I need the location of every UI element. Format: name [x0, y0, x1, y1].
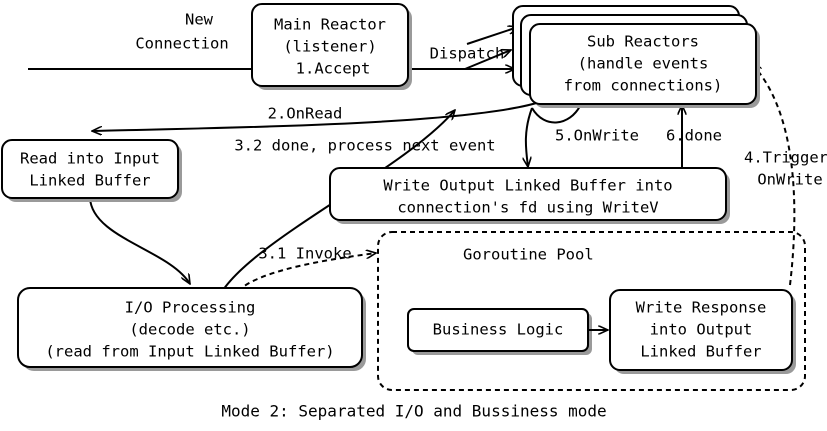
onread-curve [92, 100, 544, 131]
new-connection-label-line1: New [185, 11, 214, 29]
read-to-io-curve [89, 197, 190, 284]
main-reactor-line1: Main Reactor [274, 16, 386, 34]
edge-read-to-io [89, 197, 190, 284]
main-reactor-box [251, 3, 409, 87]
diagram-caption: Mode 2: Separated I/O and Bussiness mode [221, 402, 606, 421]
invoke-dashed-curve [237, 253, 376, 292]
invoke-label: 3.1 Invoke [258, 245, 351, 263]
new-connection-label-line2: Connection [135, 35, 228, 53]
write-response-line2: into Output [650, 321, 753, 339]
business-logic-line1: Business Logic [433, 321, 564, 339]
io-processing-line2: (decode etc.) [129, 321, 250, 339]
edge-invoke: 3.1 Invoke [237, 245, 376, 292]
edge-done-next-event: 3.2 done, process next event [214, 110, 496, 307]
io-processing-line1: I/O Processing [125, 299, 256, 317]
io-processing-box [17, 287, 363, 368]
done-label: 6.done [666, 127, 722, 145]
sub-reactors-line3: from connections) [564, 77, 723, 95]
write-response-box [609, 289, 793, 371]
dispatch-arrow-back [466, 27, 518, 45]
dispatch-arrow-middle [464, 50, 511, 70]
read-input-line2: Linked Buffer [29, 172, 150, 190]
trigger-onwrite-label-line2: OnWrite [757, 171, 822, 189]
read-input-box [1, 139, 179, 199]
goroutine-pool-group: Goroutine Pool [377, 231, 806, 391]
dispatch-label: Dispatch [430, 45, 505, 63]
onread-label: 2.OnRead [268, 105, 343, 123]
write-response-line3: Linked Buffer [640, 343, 761, 361]
read-input-line1: Read into Input [20, 150, 160, 168]
done-next-event-label: 3.2 done, process next event [234, 137, 495, 155]
edge-onwrite: 5.OnWrite [526, 105, 639, 167]
onwrite-label: 5.OnWrite [555, 127, 639, 145]
goroutine-pool-border [377, 231, 806, 391]
write-output-box [329, 167, 727, 221]
write-response-line1: Write Response [636, 299, 767, 317]
onwrite-curve-up [531, 105, 581, 124]
node-write-response[interactable]: Write Response into Output Linked Buffer [609, 289, 796, 374]
node-main-reactor[interactable]: Main Reactor (listener) 1.Accept [251, 3, 412, 90]
write-output-line2: connection's fd using WriteV [397, 199, 658, 217]
io-processing-line3: (read from Input Linked Buffer) [45, 343, 334, 361]
sub-reactors-line1: Sub Reactors [587, 33, 699, 51]
accept-label: 1.Accept [296, 60, 371, 78]
trigger-onwrite-label-line1: 4.Trigger [744, 149, 827, 167]
node-read-input-buffer[interactable]: Read into Input Linked Buffer [1, 139, 182, 202]
onwrite-curve-down [526, 107, 533, 167]
write-output-line1: Write Output Linked Buffer into [383, 177, 672, 195]
goroutine-pool-title: Goroutine Pool [463, 246, 594, 264]
node-business-logic[interactable]: Business Logic [407, 308, 592, 355]
node-write-output-buffer[interactable]: Write Output Linked Buffer into connecti… [329, 167, 730, 224]
main-reactor-line2: (listener) [283, 38, 376, 56]
node-io-processing[interactable]: I/O Processing (decode etc.) (read from … [17, 287, 366, 371]
sub-reactors-line2: (handle events [578, 55, 709, 73]
edge-onread: 2.OnRead [92, 100, 544, 131]
done-next-event-curve [214, 110, 455, 307]
edge-new-connection: New Connection [28, 11, 252, 70]
edge-trigger-onwrite: 4.Trigger OnWrite [744, 64, 827, 286]
edge-dispatch: Dispatch [410, 27, 518, 69]
sub-reactors-box-front [529, 23, 757, 105]
node-sub-reactors[interactable]: Sub Reactors (handle events from connect… [512, 5, 760, 108]
edge-done: 6.done [666, 105, 722, 168]
